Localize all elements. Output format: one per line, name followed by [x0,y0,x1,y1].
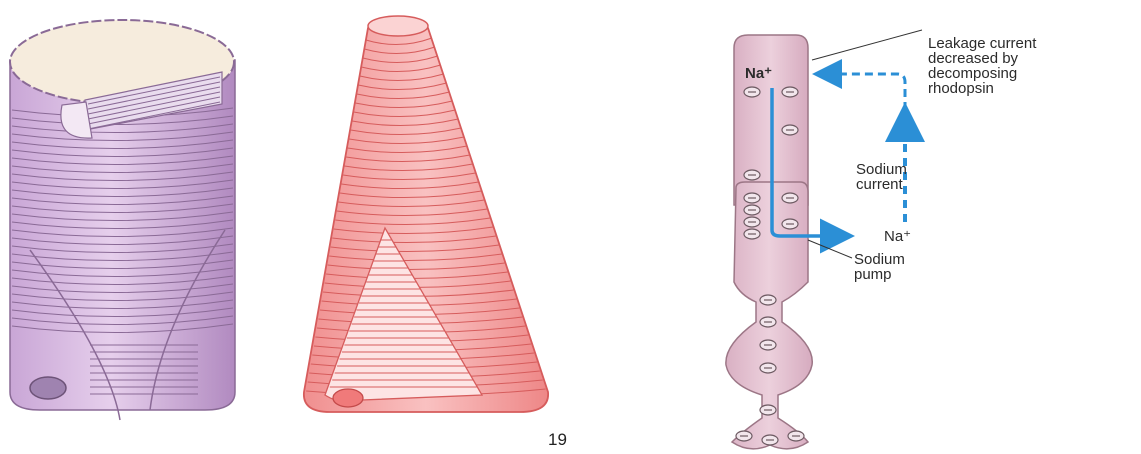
sodium-pump-label: Sodium pump [854,252,905,282]
leakage-line-4: rhodopsin [928,81,1036,96]
sodium-pump-line-1: Sodium [854,252,905,267]
sodium-pump-line-2: pump [854,267,905,282]
page-number: 19 [548,430,567,450]
leakage-current-label: Leakage current decreased by decomposing… [928,36,1036,96]
leakage-line-3: decomposing [928,66,1036,81]
leakage-line-2: decreased by [928,51,1036,66]
sodium-current-line-1: Sodium [856,162,907,177]
cone-base-opening [333,389,363,407]
leakage-current-arrow [818,74,905,110]
na-top-label: Na⁺ [745,66,772,81]
rod-outer-segment-illustration [10,20,235,420]
sodium-current-line-2: current [856,177,907,192]
sodium-current-label: Sodium current [856,162,907,192]
na-right-label: Na⁺ [884,229,911,244]
cone-top [368,16,428,36]
pump-pointer-line [808,240,852,258]
rod-base-opening [30,377,66,399]
leakage-line-1: Leakage current [928,36,1036,51]
cone-outer-segment-illustration [304,16,548,412]
leakage-pointer-line [812,30,922,60]
